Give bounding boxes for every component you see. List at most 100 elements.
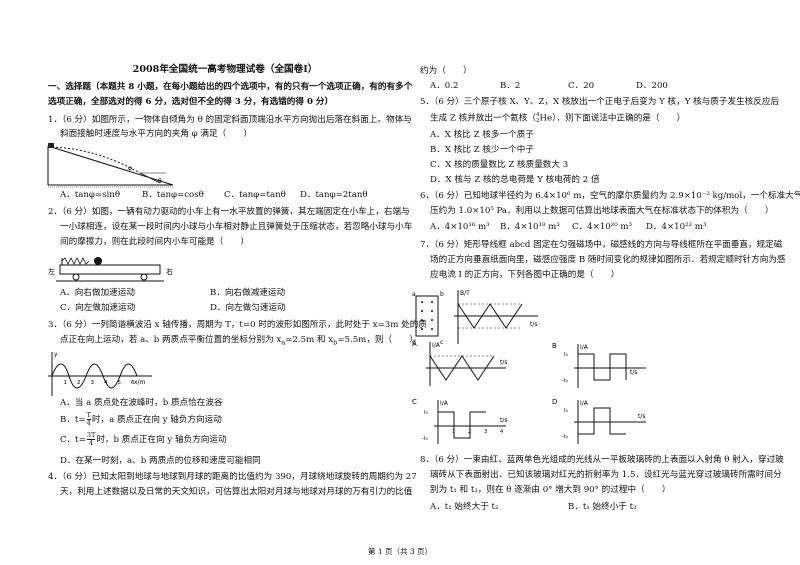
q4-option-d: D．200 <box>636 81 668 91</box>
q7-line3: 应电流 I 的正方向，下列各图中正确的是（ ） <box>430 270 620 280</box>
q7-c-tick-label: 1 <box>452 429 455 435</box>
q3-tick-label: 3 <box>91 380 95 386</box>
q3-option-d: D．在某一时刻，a、b 两质点的位移和速度可能相同 <box>60 456 261 466</box>
field-dot <box>431 328 433 330</box>
q7-option-d-graph: D I/A t/s I₀ -I₀ <box>552 398 646 444</box>
svg-text:t/s: t/s <box>530 321 538 328</box>
q6-line1: 6．（6 分）已知地球半径约为 6.4×10⁶ m，空气的摩尔质量约为 2.9×… <box>420 191 800 201</box>
q1-line2: 斜面接触时速度与水平方向的夹角 φ 满足（ ） <box>60 129 252 139</box>
section-header-line2: 选项正确，全部选对的得 6 分，选对但不全的得 3 分，有选错的得 0 分） <box>48 97 334 107</box>
q5-option-b: B．X 核比 Z 核少一个中子 <box>430 145 534 155</box>
q6-line2: 压约为 1.0×10⁵ Pa．利用以上数据可估算出地球表面大气在标准状态下的体积… <box>430 206 774 216</box>
q1-option-b: B．tanφ=cosθ <box>142 190 204 200</box>
svg-text:a: a <box>412 291 416 298</box>
field-dot <box>431 310 433 312</box>
q7-line1: 7．（6 分）矩形导线框 abcd 固定在匀强磁场中，磁感线的方向与导线框所在平… <box>420 240 783 250</box>
q4-option-b: B．2 <box>500 81 521 91</box>
q2-line1: 2．（6 分）如图，一辆有动力驱动的小车上有一水平放置的弹簧，其左端固定在小车上… <box>48 207 410 217</box>
svg-text:t/s: t/s <box>638 413 646 420</box>
svg-text:-I₀: -I₀ <box>562 378 569 384</box>
svg-text:c: c <box>440 339 443 346</box>
q7-line2: 场的正方向垂直纸面向里，磁感应强度 B 随时间变化的规律如图所示．若规定顺时针方… <box>430 255 786 265</box>
q7-option-b-graph: B I/A t/s I₀ -I₀ <box>552 342 646 388</box>
q1-phi-label: φ <box>128 165 132 172</box>
q3-line1: 3．（6 分）一列简谐横波沿 x 轴传播，周期为 T，t=0 时的波形如图所示，… <box>48 320 427 330</box>
q5-line1: 5．（6 分）三个原子核 X、Y、Z，X 核放出一个正电子后变为 Y 核，Y 核… <box>420 97 780 107</box>
svg-text:d: d <box>412 339 416 346</box>
svg-text:B/T: B/T <box>460 290 470 297</box>
svg-text:A: A <box>412 340 417 348</box>
q5-option-d: D．X 核与 Z 核的总电荷是 Y 核电荷的 2 倍 <box>430 175 600 185</box>
q3-tick-label: 6 <box>131 380 135 386</box>
svg-text:I₀: I₀ <box>424 410 429 416</box>
q7-bt-graph: B/T t/s <box>454 290 538 344</box>
q6-option-d: D．4×10²² m³ <box>646 222 707 232</box>
q3-tick-label: 2 <box>77 380 81 386</box>
q1-option-c: C．tanφ=tanθ <box>224 190 286 200</box>
q1-line1: 1．（6 分）如图所示，一物体自倾角为 θ 的固定斜面顶端沿水平方向抛出后落在斜… <box>48 115 412 125</box>
svg-text:B: B <box>552 342 557 350</box>
q2-right-label: 右 <box>166 267 173 276</box>
page-title: 2008年全国统一高考物理试卷（全国卷Ⅰ） <box>132 64 318 75</box>
q2-option-b: B．向右做减速运动 <box>210 288 286 298</box>
q3-x-label: x/m <box>134 379 146 386</box>
q2-option-a: A．向右做加速运动 <box>60 288 135 298</box>
svg-text:t/s: t/s <box>630 369 638 376</box>
q3-tick-label: 4 <box>104 380 108 386</box>
q1-theta-label: θ <box>158 178 162 185</box>
svg-text:C: C <box>412 398 417 406</box>
page-footer: 第 1 页（共 3 页） <box>367 547 433 556</box>
q8-line2: 璃砖从下表面射出．已知该玻璃对红光的折射率为 1.5．设红光与蓝光穿过玻璃砖所需… <box>430 470 782 480</box>
q8-option-b: B．t₁ 始终小于 t₂ <box>568 502 637 512</box>
q3-option-a: A．当 a 质点处在波峰时，b 质点恰在波谷 <box>60 398 223 408</box>
q5-option-a: A．X 核比 Z 核多一个质子 <box>430 130 534 140</box>
q8-option-a: A．t₁ 始终大于 t₂ <box>430 502 499 512</box>
q4-option-c: C．20 <box>568 81 595 91</box>
q6-option-c: C．4×10²⁰ m³ <box>572 222 632 232</box>
q8-line1: 8．（6 分）一束由红、蓝两单色光组成的光线从一平板玻璃砖的上表面以入射角 θ … <box>420 455 784 465</box>
svg-text:b: b <box>440 291 444 298</box>
field-dot <box>421 310 423 312</box>
q2-left-label: 左 <box>48 267 55 276</box>
svg-text:I/A: I/A <box>432 342 441 349</box>
q2-cart-figure: 左 右 <box>48 257 173 282</box>
q4-line3: 约为（ ） <box>420 66 472 76</box>
svg-text:D: D <box>552 398 557 406</box>
q2-option-d: D．向左做匀速运动 <box>210 303 286 313</box>
q7-option-a-graph: A I/A t/s <box>412 340 508 386</box>
q1-option-d: D．tanφ=2tanθ <box>300 190 368 200</box>
svg-text:I/A: I/A <box>580 400 589 407</box>
q1-incline-figure: φ θ <box>47 143 174 188</box>
q4-option-a: A．0.2 <box>430 81 459 91</box>
svg-text:I/A: I/A <box>580 344 589 351</box>
q2-option-c: C．向左做加速运动 <box>60 303 136 313</box>
q8-line3: 别为 t₁ 和 t₂，则在 θ 逐渐由 0° 增大到 90° 的过程中（ ） <box>430 485 671 495</box>
q5-option-c: C．X 核的质量数比 Z 核质量数大 3 <box>430 160 569 170</box>
section-header-line1: 一、选择题（本题共 8 小题，在每小题给出的四个选项中，有的只有一个选项正确，有… <box>48 82 413 92</box>
svg-text:-I₀: -I₀ <box>562 434 569 440</box>
q6-option-b: B．4×10¹⁸ m³ <box>500 222 560 232</box>
q7-c-tick-label: 4 <box>500 429 503 435</box>
q3-tick-label: 1 <box>64 380 68 386</box>
svg-text:t/s: t/s <box>500 359 508 366</box>
q2-line2: 一小球相连，设在某一段时间内小球与小车相对静止且弹簧处于压缩状态，若忽略小球与小… <box>60 222 413 232</box>
q3-tick-label: 5 <box>118 380 122 386</box>
q1-option-a: A．tanφ=sinθ <box>60 190 120 200</box>
q2-line3: 间的摩擦力，则在此段时间内小车可能是（ ） <box>60 237 250 247</box>
field-dot <box>431 319 433 321</box>
svg-text:-I₀: -I₀ <box>422 436 429 442</box>
q4-line2: 天，利用上述数据以及日常的天文知识，可估算出太阳对月球与地球对月球的万有引力的比… <box>60 487 413 497</box>
svg-text:I/A: I/A <box>440 400 449 407</box>
field-dot <box>421 328 423 330</box>
q7-c-tick-label: 3 <box>484 429 487 435</box>
q4-line1: 4．（6 分）已知太阳到地球与地球到月球的距离的比值约为 390，月球绕地球旋转… <box>48 472 417 482</box>
svg-text:I₀: I₀ <box>564 352 569 358</box>
field-dot <box>431 301 433 303</box>
field-dot <box>421 319 423 321</box>
q7-frame-figure: a b c d <box>412 291 444 346</box>
